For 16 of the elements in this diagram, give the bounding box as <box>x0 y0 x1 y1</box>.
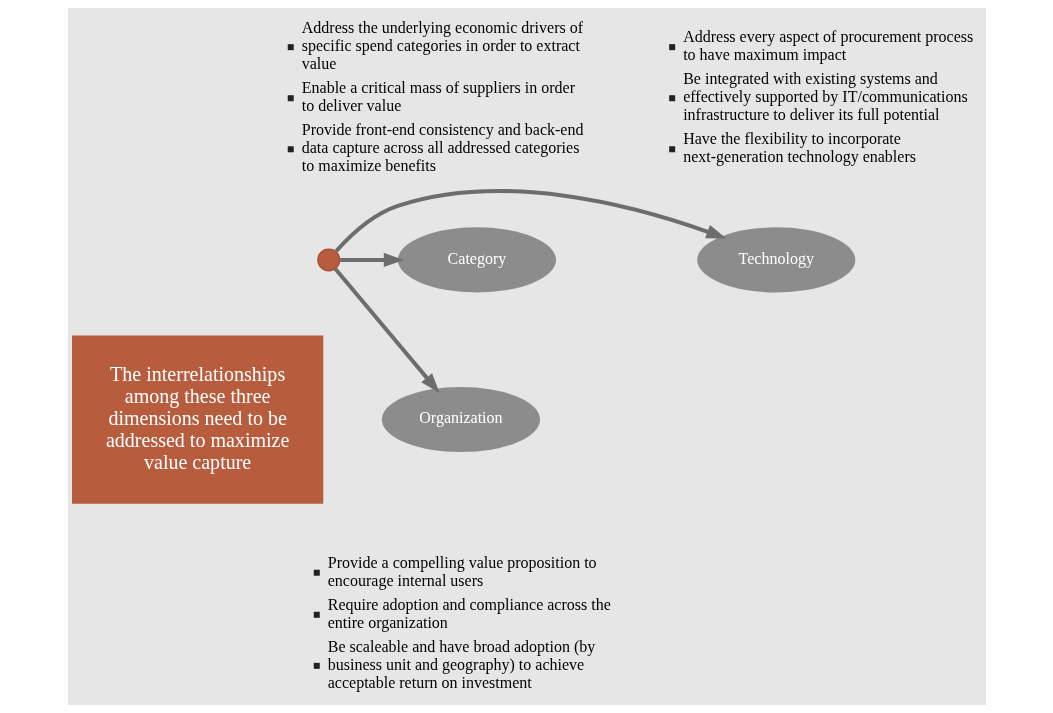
node-label: Provide front-end consistency and back-end data capture across all addressed categories to maximize benefits <box>301 121 583 175</box>
node-label: Provide a compelling value proposition to encourage internal users <box>327 553 597 589</box>
node-label: Be scaleable and have broad adoption (by business unit and geography) to achieve acceptable return on investment <box>327 637 595 691</box>
node-ellipse: Organization <box>381 387 540 453</box>
arrow <box>333 267 440 394</box>
arrow <box>339 252 404 267</box>
node-label: Require adoption and compliance across the entire organization <box>327 595 611 631</box>
arrow <box>334 189 726 253</box>
node-ellipse: Category <box>397 227 556 293</box>
node-label: Address every aspect of procurement process to have maximum impact <box>682 27 973 63</box>
node-label: Have the flexibility to incorporate next-generation technology enablers <box>682 130 916 166</box>
node-label: Be integrated with existing systems and effectively supported by IT/communications infrastructure to deliver its full potential <box>682 70 968 124</box>
node-label: Address the underlying economic drivers of specific spend categories in order to extract value <box>301 18 583 72</box>
node-circle <box>316 248 340 272</box>
node-box: The interrelationships among these three dimensions need to be addressed to maximize value capture <box>71 335 323 504</box>
node-label: Enable a critical mass of suppliers in order to deliver value <box>301 79 575 115</box>
